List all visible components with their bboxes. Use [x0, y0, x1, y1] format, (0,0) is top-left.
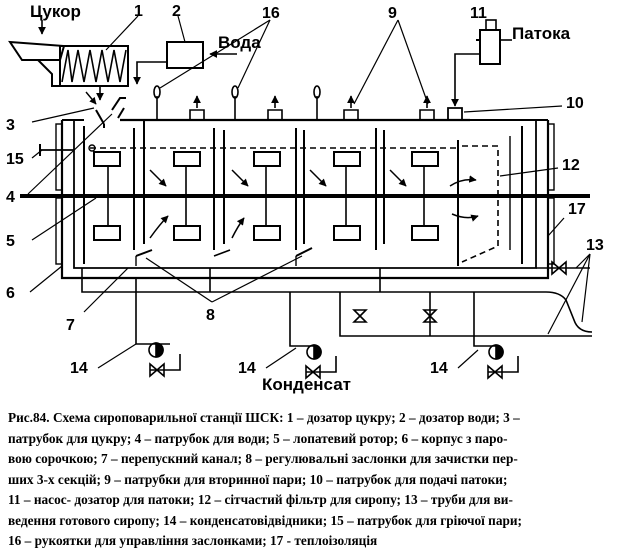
- num-14a: 14: [70, 360, 88, 377]
- caption-line: Рис.84. Схема сироповарильної станції ШС…: [8, 410, 520, 425]
- valves: [352, 260, 567, 323]
- flap-handles: [153, 85, 321, 120]
- caption-line: ведення готового сиропу; 14 – конденсато…: [8, 512, 522, 528]
- syrup-station-diagram: Цукор Вода Патока Конденсат 1 2 3 4 5 6 …: [6, 2, 604, 394]
- label-sugar: Цукор: [30, 2, 81, 21]
- caption-line: вою сорочкою; 7 – перепускний канал; 8 –…: [8, 451, 518, 466]
- num-6: 6: [6, 285, 15, 302]
- num-10: 10: [566, 95, 584, 112]
- label-molasses: Патока: [512, 24, 571, 43]
- num-14c: 14: [430, 360, 448, 377]
- num-16: 16: [262, 5, 280, 22]
- num-9: 9: [388, 5, 397, 22]
- label-water: Вода: [218, 33, 261, 52]
- num-8: 8: [206, 307, 215, 324]
- condensate-traps: [135, 278, 519, 380]
- caption-line: ших 3-х секцій; 9 – патрубки для вторинн…: [8, 471, 508, 487]
- num-14b: 14: [238, 360, 256, 377]
- num-2: 2: [172, 3, 181, 20]
- num-7: 7: [66, 317, 75, 334]
- num-15: 15: [6, 151, 24, 168]
- caption-line: 16 – рукоятки для управління заслонками;…: [8, 533, 378, 548]
- sugar-hopper: [8, 20, 129, 105]
- num-1: 1: [134, 3, 143, 20]
- num-4: 4: [6, 189, 15, 206]
- molasses-pump: [479, 29, 501, 65]
- caption-line: патрубок для цукру; 4 – патрубок для вод…: [8, 430, 508, 446]
- figure-caption: Рис.84. Схема сироповарильної станції ШС…: [8, 408, 612, 552]
- num-5: 5: [6, 233, 15, 250]
- num-11: 11: [470, 5, 487, 22]
- caption-line: 11 – насос- дозатор для патоки; 12 – сіт…: [8, 492, 513, 507]
- section-partitions: [133, 120, 385, 250]
- num-13: 13: [586, 237, 604, 254]
- num-3: 3: [6, 117, 15, 134]
- label-condensate: Конденсат: [262, 375, 351, 394]
- rotor-paddles: [93, 151, 439, 241]
- num-17: 17: [568, 201, 586, 218]
- vapor-outlets: [189, 95, 435, 120]
- num-12: 12: [562, 157, 580, 174]
